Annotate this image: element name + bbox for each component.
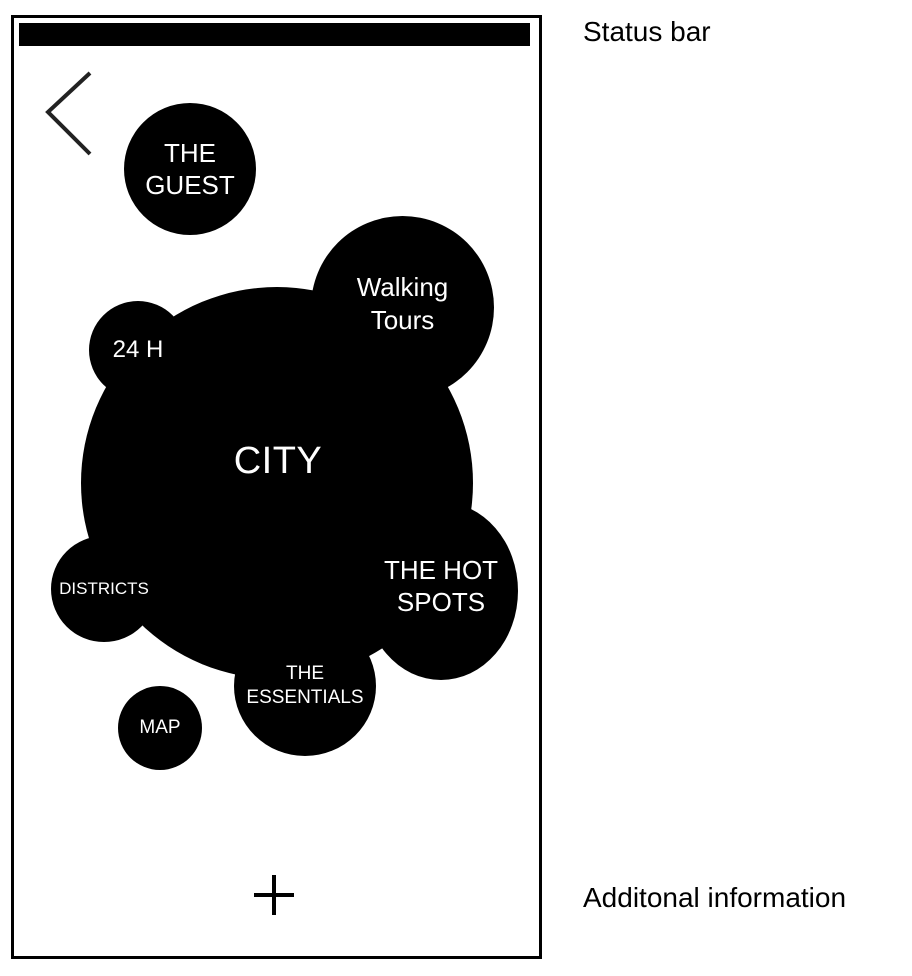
walking-tours-bubble-label: Walking Tours — [356, 272, 449, 335]
map-bubble[interactable]: MAP — [118, 686, 202, 770]
chevron-left-icon[interactable] — [40, 70, 100, 160]
city-bubble-label: CITY — [233, 440, 323, 482]
map-bubble-label: MAP — [139, 717, 181, 739]
districts-bubble[interactable]: DISTRICTS — [51, 536, 157, 642]
additional-information-annotation: Additonal information — [583, 882, 847, 913]
status-bar — [19, 23, 530, 46]
essentials-bubble[interactable]: THE ESSENTIALS — [234, 616, 376, 756]
essentials-bubble-label: THE ESSENTIALS — [246, 663, 364, 708]
walking-tours-bubble[interactable]: Walking Tours — [311, 216, 494, 399]
twenty-four-hours-bubble[interactable]: 24 H — [89, 301, 187, 399]
hot-spots-bubble-label: THE HOT SPOTS — [383, 554, 499, 618]
guest-bubble[interactable]: THE GUEST — [124, 103, 256, 235]
plus-icon[interactable] — [252, 873, 296, 917]
districts-bubble-label: DISTRICTS — [59, 579, 149, 599]
guest-bubble-label: THE GUEST — [145, 137, 235, 201]
hot-spots-bubble[interactable]: THE HOT SPOTS — [364, 502, 518, 680]
twenty-four-hours-bubble-label: 24 H — [112, 336, 164, 363]
status-bar-annotation: Status bar — [583, 16, 711, 47]
